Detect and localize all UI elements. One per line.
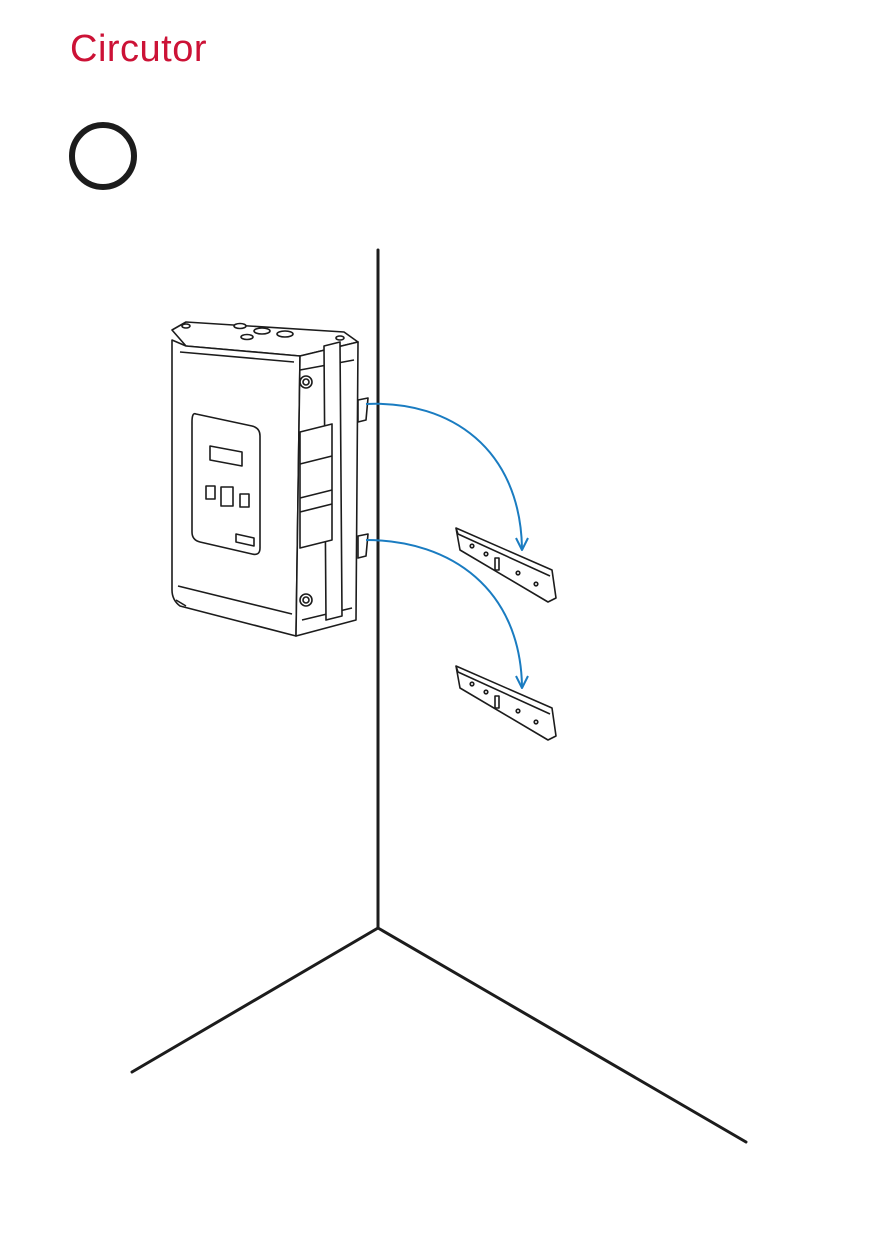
- screw-head: [182, 324, 190, 328]
- panel-button: [240, 494, 249, 507]
- mounting-bracket-upper: [456, 528, 556, 602]
- arrow-icon: [366, 404, 528, 550]
- panel-button: [206, 486, 215, 499]
- front-panel: [192, 414, 260, 555]
- panel-button: [221, 487, 233, 506]
- mounting-bracket-lower: [456, 666, 556, 740]
- cable-gland-hole: [277, 331, 293, 337]
- floor-right-edge: [378, 928, 746, 1142]
- cable-gland-hole: [254, 328, 270, 334]
- enclosure-device: [172, 322, 368, 636]
- floor-left-edge: [132, 928, 378, 1072]
- cable-gland-hole: [234, 324, 246, 329]
- cable-gland-hole: [241, 335, 253, 340]
- screw-head: [336, 336, 344, 340]
